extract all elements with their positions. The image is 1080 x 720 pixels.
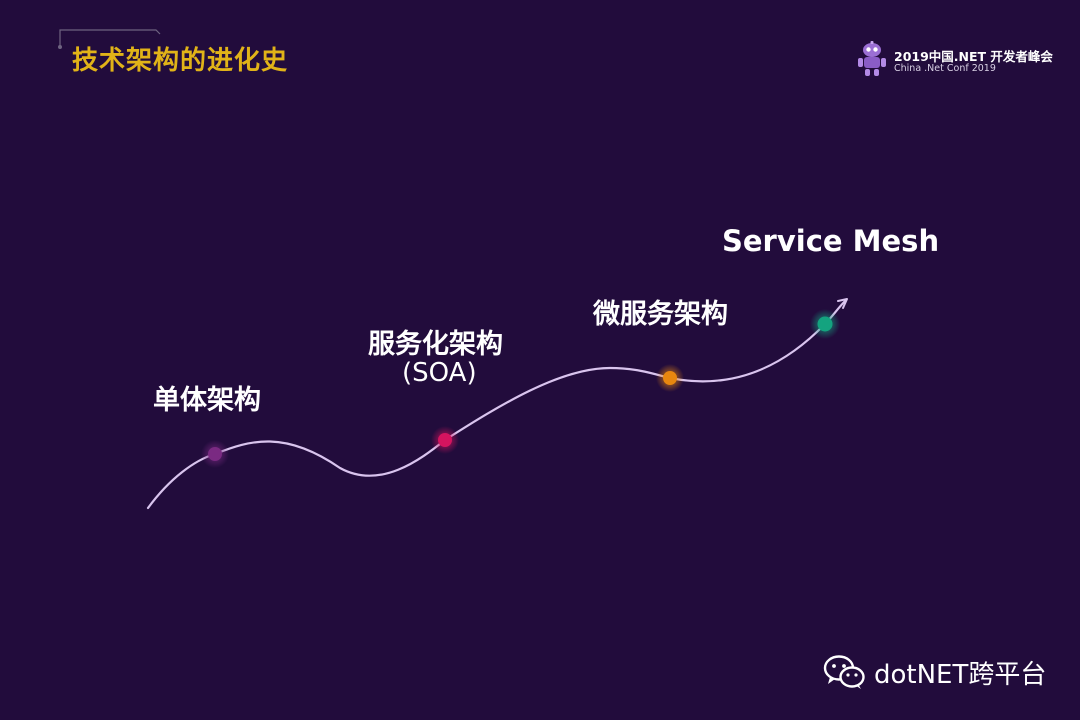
curve-arrow-head — [837, 298, 848, 309]
evolution-curve-line — [146, 298, 848, 510]
conference-title: 2019中国.NET 开发者峰会 — [894, 49, 1053, 64]
stage-label-monolith: 单体架构 — [153, 385, 261, 416]
slide-title: 技术架构的进化史 — [72, 46, 289, 76]
stage-node-service-mesh — [810, 309, 840, 339]
stage-label-service-mesh: Service Mesh — [722, 224, 940, 258]
stage-sublabel-soa: (SOA) — [402, 358, 477, 388]
conference-brand: 2019中国.NET 开发者峰会 China .Net Conf 2019 — [854, 40, 1054, 80]
stage-node-monolith — [201, 440, 229, 468]
footer-watermark: dotNET跨平台 — [822, 650, 1046, 694]
conference-subtitle: China .Net Conf 2019 — [894, 63, 996, 74]
corner-decoration — [58, 29, 161, 49]
stage-node-soa — [431, 426, 459, 454]
stage-node-microservices — [656, 364, 684, 392]
robot-mascot-icon — [858, 41, 886, 76]
footer-text: dotNET跨平台 — [874, 659, 1047, 690]
stage-label-soa: 服务化架构 — [368, 329, 503, 360]
wechat-icon — [823, 655, 865, 689]
stage-label-microservices: 微服务架构 — [593, 299, 728, 330]
